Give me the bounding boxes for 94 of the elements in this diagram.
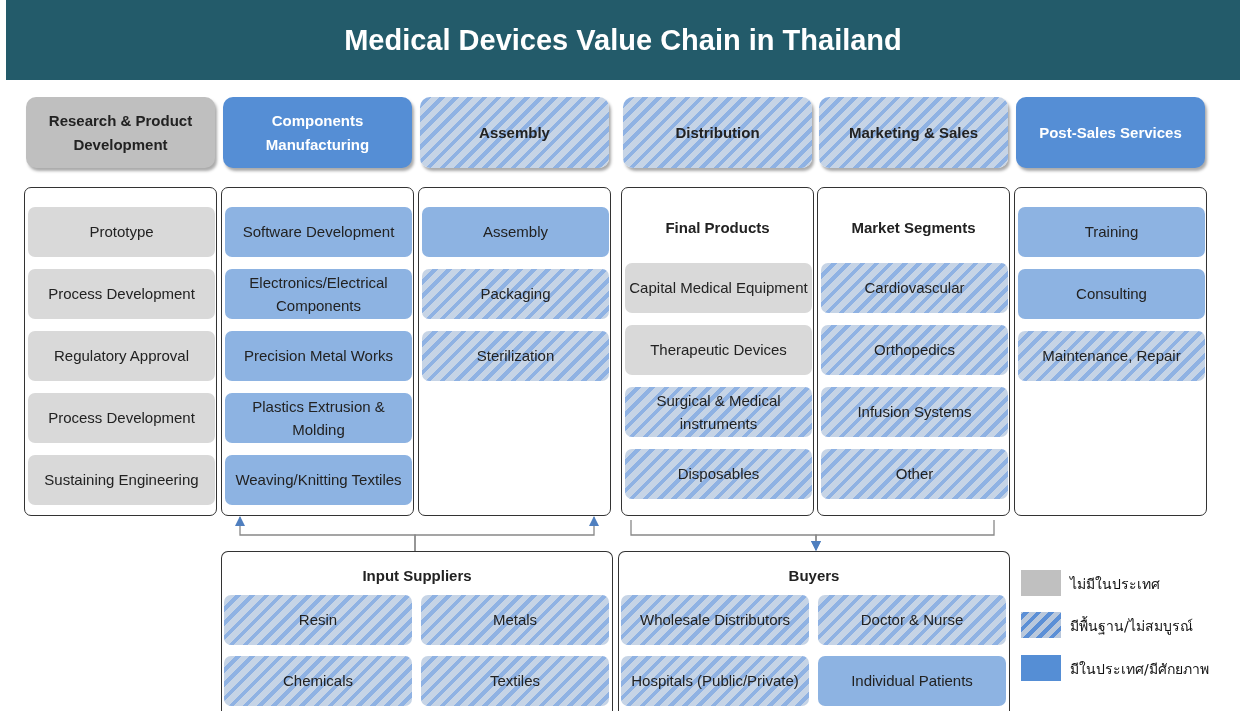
- item-box: [818, 656, 1006, 706]
- item-box: [625, 263, 812, 313]
- stage-label: Assembly: [479, 122, 550, 143]
- item-label: Consulting: [1076, 284, 1147, 305]
- item-label: Training: [1084, 222, 1139, 243]
- item-box: [225, 207, 412, 257]
- item-label: Wholesale Distributors: [639, 610, 791, 631]
- column-panel: [221, 187, 414, 516]
- column-panel: [817, 187, 1010, 516]
- legend-label: ไม่มีในประเทศ: [1070, 575, 1160, 594]
- item-label: Metals: [492, 610, 538, 631]
- stage-header: [819, 97, 1008, 168]
- connector-arrow: [414, 516, 599, 552]
- item-box: [422, 269, 609, 319]
- item-box: [225, 269, 412, 319]
- item-label: Cardiovascular: [864, 278, 965, 299]
- item-label: Software Development: [242, 222, 395, 243]
- item-box: [422, 331, 609, 381]
- panel-heading: Input Suppliers: [362, 566, 472, 586]
- item-box: [821, 449, 1008, 499]
- item-label: Disposables: [677, 464, 760, 485]
- column-panel: [418, 187, 611, 516]
- item-box: [821, 325, 1008, 375]
- item-box: [621, 656, 809, 706]
- item-box: [1018, 331, 1205, 381]
- item-box: [818, 595, 1006, 645]
- column-panel: [221, 551, 613, 711]
- item-box: [28, 269, 215, 319]
- item-label: Sustaining Engineering: [44, 470, 199, 491]
- item-label: Prototype: [89, 222, 154, 243]
- stage-label: Distribution: [675, 122, 760, 143]
- item-box: [421, 656, 609, 706]
- item-box: [625, 387, 812, 437]
- item-label: Doctor & Nurse: [860, 610, 964, 631]
- item-box: [224, 595, 412, 645]
- connector-arrow: [811, 519, 995, 551]
- item-box: [821, 387, 1008, 437]
- item-label: Electronics/Electrical Components: [248, 272, 389, 316]
- stage-label: Post-Sales Services: [1039, 122, 1182, 143]
- item-label: Infusion Systems: [857, 402, 972, 423]
- stage-label: Research & Product Development: [47, 111, 194, 155]
- stage-header: [623, 97, 812, 168]
- panel-heading: Market Segments: [851, 218, 976, 238]
- item-label: Sterilization: [476, 346, 555, 367]
- item-label: Orthopedics: [874, 340, 955, 361]
- stage-label: Marketing & Sales: [848, 122, 979, 143]
- stage-label: Components Manufacturing: [264, 111, 371, 155]
- item-box: [422, 207, 609, 257]
- item-box: [28, 393, 215, 443]
- item-box: [1018, 269, 1205, 319]
- item-box: [1018, 207, 1205, 257]
- stage-header: [420, 97, 609, 168]
- item-label: Capital Medical Equipment: [629, 278, 808, 299]
- title-banner: Medical Devices Value Chain in Thailand: [6, 0, 1240, 80]
- item-box: [625, 325, 812, 375]
- item-label: Chemicals: [283, 671, 353, 692]
- item-label: Surgical & Medical instruments: [655, 390, 782, 434]
- item-box: [28, 455, 215, 505]
- stage-header: [223, 97, 412, 168]
- item-label: Regulatory Approval: [53, 346, 190, 367]
- item-label: Resin: [298, 610, 338, 631]
- item-label: Packaging: [480, 284, 551, 305]
- item-label: Precision Metal Works: [244, 346, 393, 367]
- item-label: Assembly: [483, 222, 548, 243]
- item-label: Maintenance, Repair: [1042, 346, 1181, 367]
- item-box: [621, 595, 809, 645]
- item-box: [625, 449, 812, 499]
- item-label: Individual Patients: [851, 671, 973, 692]
- column-panel: [621, 187, 814, 516]
- item-box: [225, 393, 412, 443]
- item-label: Process Development: [48, 408, 195, 429]
- item-label: Weaving/Knitting Textiles: [235, 470, 402, 491]
- stage-header: [1016, 97, 1205, 168]
- panel-heading: Buyers: [788, 566, 840, 586]
- column-panel: [618, 551, 1010, 711]
- item-box: [28, 207, 215, 257]
- item-box: [28, 331, 215, 381]
- item-label: Other: [895, 464, 934, 485]
- item-box: [224, 656, 412, 706]
- item-box: [225, 331, 412, 381]
- column-panel: [1014, 187, 1207, 516]
- item-box: [821, 263, 1008, 313]
- legend-label: มีพื้นฐาน/ไม่สมบูรณ์: [1070, 615, 1193, 637]
- column-panel: [24, 187, 217, 516]
- item-box: [421, 595, 609, 645]
- item-label: Process Development: [48, 284, 195, 305]
- item-label: Hospitals (Public/Private): [631, 671, 799, 692]
- legend-label: มีในประเทศ/มีศักยภาพ: [1070, 660, 1209, 679]
- stage-header: [26, 97, 215, 168]
- item-label: Plastics Extrusion & Molding: [251, 396, 386, 440]
- item-box: [225, 455, 412, 505]
- panel-heading: Final Products: [665, 218, 770, 238]
- item-label: Textiles: [490, 671, 540, 692]
- item-label: Therapeutic Devices: [650, 340, 787, 361]
